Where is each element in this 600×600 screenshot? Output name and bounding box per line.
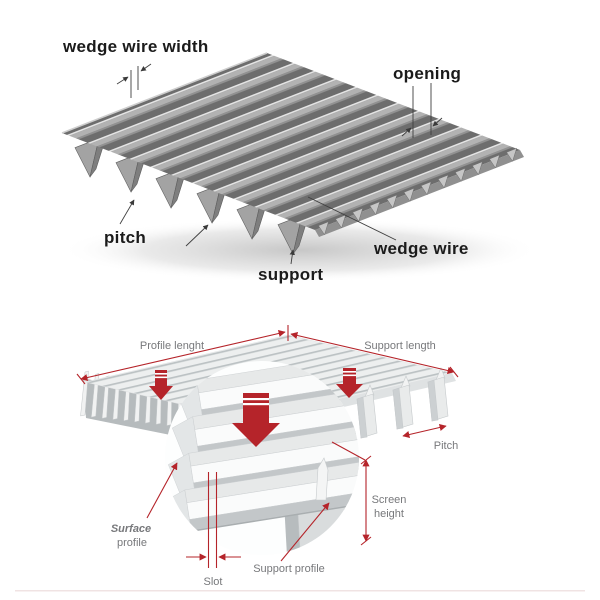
support-profile-annotation: Support profile: [253, 502, 330, 575]
pitch-dimension: Pitch: [402, 423, 458, 452]
mesh-drop-shadow: [60, 218, 540, 282]
wedge-wire-mesh-surface: [62, 53, 520, 230]
support-length-dimension: Support length: [290, 331, 459, 378]
screen-height-label-line2: height: [374, 508, 404, 520]
profile-length-label: Profile lenght: [140, 340, 204, 352]
profile-length-dimension: Profile lenght: [76, 325, 289, 385]
slot-label: Slot: [204, 576, 223, 588]
surface-profile-label-line1: Surface: [111, 523, 151, 535]
surface-profile-annotation: Surface profile: [111, 462, 178, 549]
wedge-wire-annotation: wedge wire: [307, 196, 469, 258]
wedge-wire-width-label: wedge wire width: [62, 37, 209, 56]
wedge-wire-label: wedge wire: [373, 239, 469, 258]
flow-arrow-down-large: [232, 393, 280, 447]
opening-annotation: opening: [393, 64, 461, 138]
wedge-wire-tips: [318, 147, 517, 236]
support-annotation: support: [258, 249, 323, 284]
pitch-label: pitch: [104, 228, 146, 247]
support-profile-hook: [315, 457, 329, 501]
pitch-annotation: pitch: [104, 199, 209, 247]
opening-label: opening: [393, 64, 461, 83]
magnified-profile-inset: [165, 361, 359, 555]
slot-dimension: Slot: [186, 472, 241, 588]
screen-height-label-line1: Screen: [372, 494, 407, 506]
mesh-top-edge: [61, 52, 268, 134]
pitch-dimension-label: Pitch: [434, 440, 458, 452]
bottom-image-border: [15, 590, 585, 592]
support-label: support: [258, 265, 323, 284]
screen-height-dimension: Screen height: [331, 441, 407, 546]
support-length-label: Support length: [364, 340, 436, 352]
wedge-wire-mesh-diagram: wedge wire width opening pitch support: [60, 37, 540, 284]
support-profile-label: Support profile: [253, 563, 325, 575]
mesh-front-edge-band: [315, 150, 524, 237]
wedge-wire-width-annotation: wedge wire width: [62, 37, 209, 98]
screen-dimensions-diagram: Profile lenght Support length Pitch Scre…: [15, 325, 585, 592]
surface-profile-label-line2: profile: [117, 537, 147, 549]
